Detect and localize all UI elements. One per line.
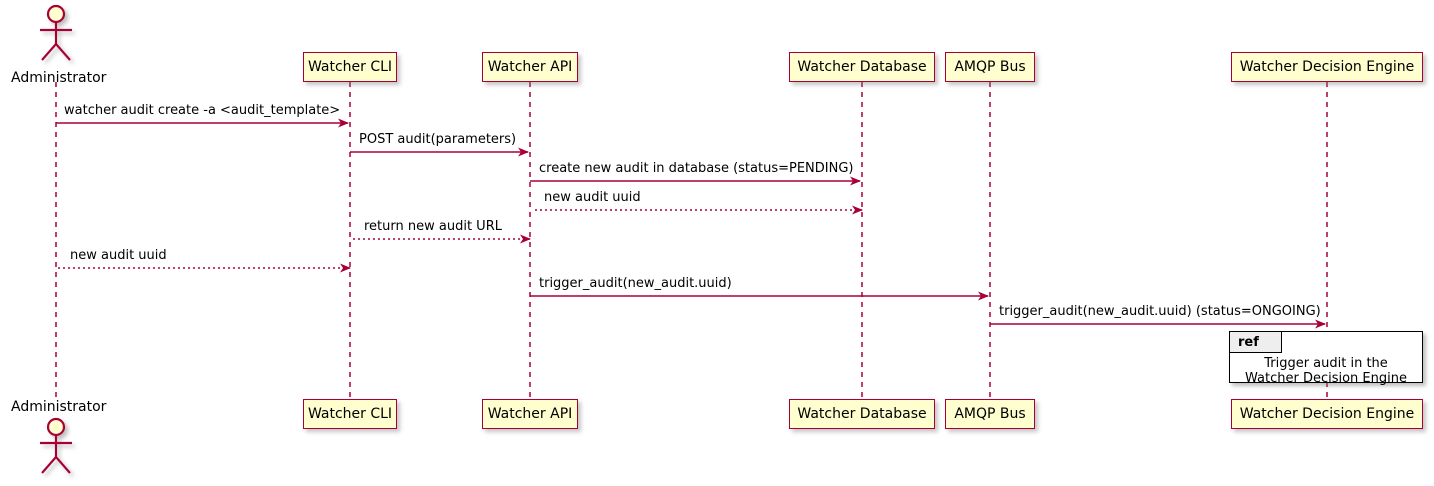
participant-box-watcher-cli-top[interactable]: Watcher CLI — [303, 52, 397, 82]
message-label-2: POST audit(parameters) — [359, 132, 517, 147]
participant-box-amqp-bus-top[interactable]: AMQP Bus — [945, 52, 1035, 82]
ref-fragment-line-1: Trigger audit in the — [1264, 356, 1388, 371]
actor-label-administrator-top: Administrator — [11, 70, 107, 86]
participant-box-watcher-api-bottom[interactable]: Watcher API — [482, 399, 578, 429]
message-label-8: trigger_audit(new_audit.uuid) (status=ON… — [999, 304, 1321, 319]
participant-box-watcher-decision-engine-top[interactable]: Watcher Decision Engine — [1231, 52, 1423, 82]
message-label-1: watcher audit create -a <audit_template> — [64, 103, 341, 118]
participant-box-watcher-database-top[interactable]: Watcher Database — [789, 52, 935, 82]
participant-box-watcher-decision-engine-bottom[interactable]: Watcher Decision Engine — [1231, 399, 1423, 429]
message-label-5: return new audit URL — [364, 219, 502, 234]
actor-figure-top — [40, 4, 72, 61]
participant-label-watcher-cli-bottom: Watcher CLI — [307, 406, 393, 422]
message-label-6: new audit uuid — [70, 248, 167, 263]
actor-label-administrator-bottom: Administrator — [11, 399, 107, 415]
lifelines — [55, 82, 1328, 398]
participant-label-watcher-decision-engine: Watcher Decision Engine — [1239, 59, 1415, 75]
ref-fragment-box[interactable]: ref Trigger audit in the Watcher Decisio… — [1229, 331, 1423, 386]
participant-label-amqp-bus-bottom: AMQP Bus — [954, 406, 1026, 422]
participant-box-amqp-bus-bottom[interactable]: AMQP Bus — [945, 399, 1035, 429]
participant-label-watcher-database-bottom: Watcher Database — [797, 406, 927, 422]
participant-label-watcher-database: Watcher Database — [797, 59, 927, 75]
participant-label-watcher-api: Watcher API — [487, 59, 573, 75]
participant-label-amqp-bus: AMQP Bus — [954, 59, 1026, 75]
message-label-7: trigger_audit(new_audit.uuid) — [539, 276, 732, 291]
ref-fragment-line-2: Watcher Decision Engine — [1245, 371, 1407, 386]
participant-label-watcher-api-bottom: Watcher API — [487, 406, 573, 422]
ref-fragment-tab — [1230, 332, 1282, 353]
participant-box-watcher-database-bottom[interactable]: Watcher Database — [789, 399, 935, 429]
message-label-3: create new audit in database (status=PEN… — [539, 161, 854, 176]
message-label-4: new audit uuid — [544, 190, 641, 205]
participant-box-watcher-api-top[interactable]: Watcher API — [482, 52, 578, 82]
actor-figure-bottom — [40, 417, 72, 474]
participant-label-watcher-cli: Watcher CLI — [307, 59, 393, 75]
ref-fragment-keyword: ref — [1238, 335, 1259, 350]
message-arrows — [56, 118, 1326, 329]
participant-box-watcher-cli-bottom[interactable]: Watcher CLI — [303, 399, 397, 429]
participant-label-watcher-decision-engine-bottom: Watcher Decision Engine — [1239, 406, 1415, 422]
